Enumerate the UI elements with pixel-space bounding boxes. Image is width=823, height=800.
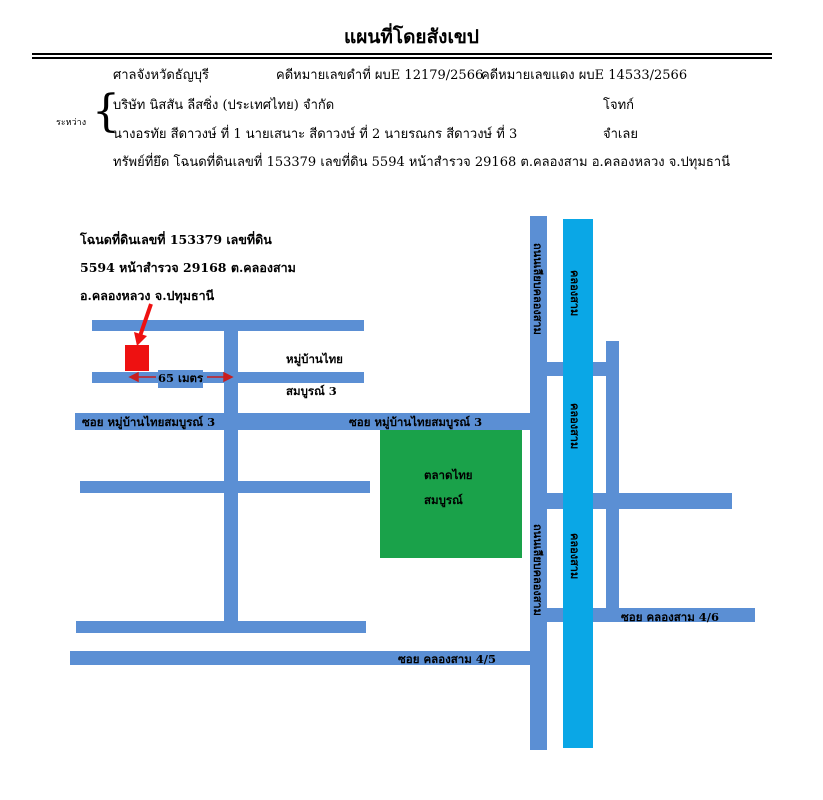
road-label-upper: ถนนเลียบคลองสาม xyxy=(531,243,544,335)
road-east-side xyxy=(606,341,619,621)
market-label-line2: สมบูรณ์ xyxy=(424,493,463,507)
road-klong-sam-side xyxy=(530,216,547,750)
deed-description-line2: 5594 หน้าสำรวจ 29168 ต.คลองสาม xyxy=(80,260,296,275)
road-soi-4-6 xyxy=(545,608,755,622)
road-soi-thaisomboon xyxy=(75,413,545,430)
road-soi-4-5 xyxy=(70,651,545,665)
page-title: แผนที่โดยสังเขป xyxy=(344,26,479,48)
distance-label: 65 เมตร xyxy=(158,370,204,388)
plaintiff-name: บริษัท นิสสัน ลีสซิ่ง (ประเทศไทย) จำกัด xyxy=(113,98,335,113)
plaintiff-role: โจทก์ xyxy=(603,98,635,113)
deed-description-line1: โฉนดที่ดินเลขที่ 153379 เลขที่ดิน xyxy=(80,232,272,247)
road-village-main xyxy=(224,320,238,632)
canal-label-middle: คลองสาม xyxy=(568,403,581,450)
plot-pointer-arrow xyxy=(134,303,153,346)
red-case-number: คดีหมายเลขแดง ผบE 14533/2566 xyxy=(481,68,688,83)
canal-label-upper: คลองสาม xyxy=(568,270,581,317)
seized-property: ทรัพย์ที่ยึด โฉนดที่ดินเลขที่ 153379 เลข… xyxy=(113,155,731,170)
deed-description-line3: อ.คลองหลวง จ.ปทุมธานี xyxy=(80,288,215,303)
canal-klong-sam xyxy=(563,219,593,748)
defendant-role: จำเลย xyxy=(603,127,638,142)
seized-land-plot xyxy=(125,345,149,371)
soi-label-center: ซอย หมู่บ้านไทยสมบูรณ์ 3 xyxy=(349,415,483,429)
market-area xyxy=(380,430,522,558)
road-lane-3 xyxy=(80,481,370,493)
road-label-lower: ถนนเลียบคลองสาม xyxy=(531,524,544,616)
black-case-number: คดีหมายเลขดำที่ ผบE 12179/2566 xyxy=(276,68,484,83)
parties-brace: { xyxy=(92,86,120,137)
between-label: ระหว่าง xyxy=(56,118,87,128)
title-rule-top xyxy=(32,53,772,55)
title-rule-bottom xyxy=(32,57,772,59)
market-label-line1: ตลาดไทย xyxy=(424,468,473,482)
soi-4-6-label: ซอย คลองสาม 4/6 xyxy=(621,610,719,624)
distance-arrow xyxy=(128,371,234,383)
canal-label-lower: คลองสาม xyxy=(568,533,581,580)
soi-label-left: ซอย หมู่บ้านไทยสมบูรณ์ 3 xyxy=(82,415,216,429)
village-label-line2: สมบูรณ์ 3 xyxy=(286,384,337,398)
soi-4-5-label: ซอย คลองสาม 4/5 xyxy=(398,652,496,666)
court-name: ศาลจังหวัดธัญบุรี xyxy=(113,68,210,83)
road-lane-4 xyxy=(76,621,366,633)
village-label-line1: หมู่บ้านไทย xyxy=(286,352,343,366)
defendant-names: นางอรทัย สีดาวงษ์ ที่ 1 นายเสนาะ สีดาวงษ… xyxy=(113,127,518,142)
